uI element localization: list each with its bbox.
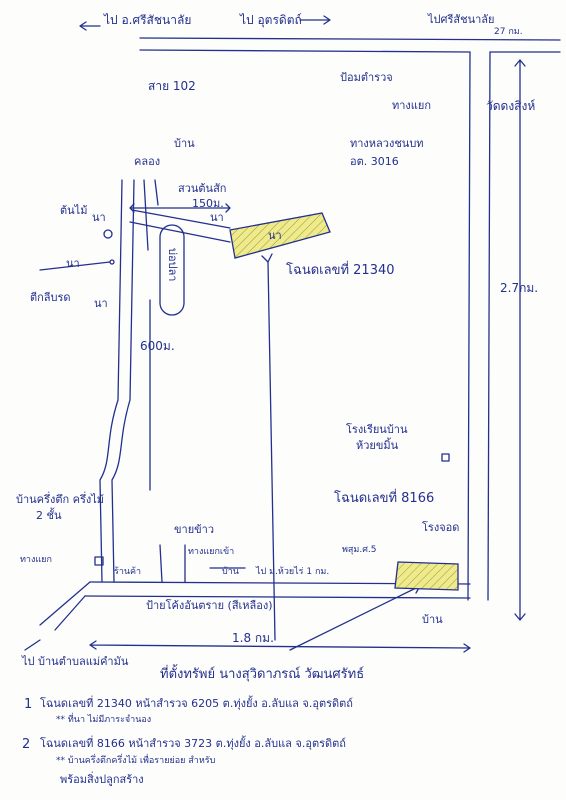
label-temple: วัดดงสิงห์: [486, 99, 536, 113]
label-dist-600: 600ม.: [140, 339, 175, 353]
label-shed: โรงจอด: [422, 521, 460, 534]
label-to-sisatchanalai: ไป อ.ศรีสัชนาลัย: [104, 13, 192, 27]
label-bus-stop: ทางแยกเข้า: [188, 547, 235, 557]
canal-line-2: [154, 179, 159, 206]
label-school: โรงเรียนบ้าน: [346, 423, 408, 436]
label-house-bottom: บ้าน: [422, 613, 443, 626]
label-dist-2-7km: 2.7กม.: [500, 281, 539, 295]
note-1-line-1: โฉนดเลขที่ 21340 หน้าสำรวจ 6205 ต.ทุ่งยั…: [40, 697, 353, 710]
branch-road-top: [131, 209, 231, 229]
note-2-number: 2: [22, 737, 31, 752]
note-2-line-3: พร้อมสิ่งปลูกสร้าง: [60, 773, 144, 786]
dimension-150: [129, 203, 231, 213]
label-house-mid: บ้าน: [222, 567, 239, 577]
label-well: ตีกลีบรด: [30, 291, 71, 304]
label-to-village: ไป ม.ห้วยไร่ 1 กม.: [256, 567, 330, 577]
canal-line: [143, 179, 149, 251]
road-to-temple-right: [487, 51, 491, 601]
label-field-b: นา: [210, 211, 224, 224]
label-left-junction: ทางแยก: [20, 555, 52, 565]
pointer-8166: [289, 585, 421, 651]
label-to-uttaradit: ไป อุตรดิตถ์: [240, 13, 302, 27]
label-route-number: อต. 3016: [350, 155, 399, 168]
label-route: ทางหลวงชนบท: [350, 137, 424, 150]
pond-outline: [159, 224, 185, 316]
label-wood-house: บ้านครึ่งตึก ครึ่งไม้: [16, 493, 105, 506]
label-dist-1-8km: 1.8 กม.: [232, 631, 274, 645]
access-road-left: [99, 179, 123, 583]
label-field-c: นา: [268, 229, 282, 242]
label-police-box: ป้อมตำรวจ: [340, 71, 393, 84]
label-canal: คลอง: [134, 155, 161, 168]
rural-road-diagonal-a: [39, 581, 91, 626]
label-field-a: นา: [92, 211, 106, 224]
highway-arrow-left: [79, 21, 101, 31]
label-parcel-21340: โฉนดเลขที่ 21340: [286, 263, 395, 278]
label-junction: ทางแยก: [392, 99, 431, 112]
highway-line-top: [139, 37, 561, 41]
label-house-top: บ้าน: [174, 137, 195, 150]
label-bottom-left: ไป บ้านตำบลแม่คำมัน: [22, 655, 129, 668]
label-distance-km: 27 กม.: [494, 27, 523, 37]
rural-road-diagonal-b: [54, 595, 86, 631]
label-pond: บ่อปลา: [166, 248, 180, 282]
label-parcel-8166: โฉนดเลขที่ 8166: [334, 491, 435, 506]
label-rubber-garden: สวนต้นสัก: [178, 182, 227, 195]
pointer-21340: [267, 261, 276, 641]
note-2-line-1: โฉนดเลขที่ 8166 หน้าสำรวจ 3723 ต.ทุ่งยั้…: [40, 737, 346, 750]
rural-road-bottom: [84, 595, 471, 599]
highway-line-bottom: [139, 49, 561, 53]
label-school-2: ห้วยขมิ้น: [356, 439, 399, 452]
road-to-temple-left: [467, 51, 471, 601]
label-trees: ต้นไม้: [60, 204, 88, 217]
label-shop: ขายข้าว: [174, 523, 215, 536]
label-shop-2: ร้านค้า: [114, 567, 142, 577]
label-highway-102: สาย 102: [148, 79, 196, 93]
label-to-sisatchanalai-right: ไปศรีสัชนาลัย: [428, 13, 495, 26]
notes-header: ที่ตั้งทรัพย์ นางสุวิดาภรณ์ วัฒนศรัทธ์: [160, 667, 365, 682]
highway-arrow-right: [299, 15, 331, 25]
parcel-21340-area: [229, 212, 331, 259]
label-field-e: นา: [94, 297, 108, 310]
label-warning-sign: ป้ายโค้งอันตราย (สีเหลือง): [146, 599, 273, 612]
parcel-8166-area: [394, 561, 459, 591]
label-wood-house-2: 2 ชั้น: [36, 509, 62, 522]
label-health-station: พสุม.ศ.5: [342, 545, 377, 555]
label-dist-150: 150ม.: [192, 197, 224, 210]
note-1-number: 1: [24, 697, 33, 712]
note-2-line-2: ** บ้านครึ่งตึกครึ่งไม้ เพื่อรายย่อย สำห…: [56, 756, 216, 766]
access-road-right: [111, 179, 135, 583]
branch-road-bottom: [129, 221, 231, 243]
note-1-line-2: ** ที่นา ไม่มีภาระจำนอง: [56, 715, 152, 725]
label-field-d: นา: [66, 257, 80, 270]
